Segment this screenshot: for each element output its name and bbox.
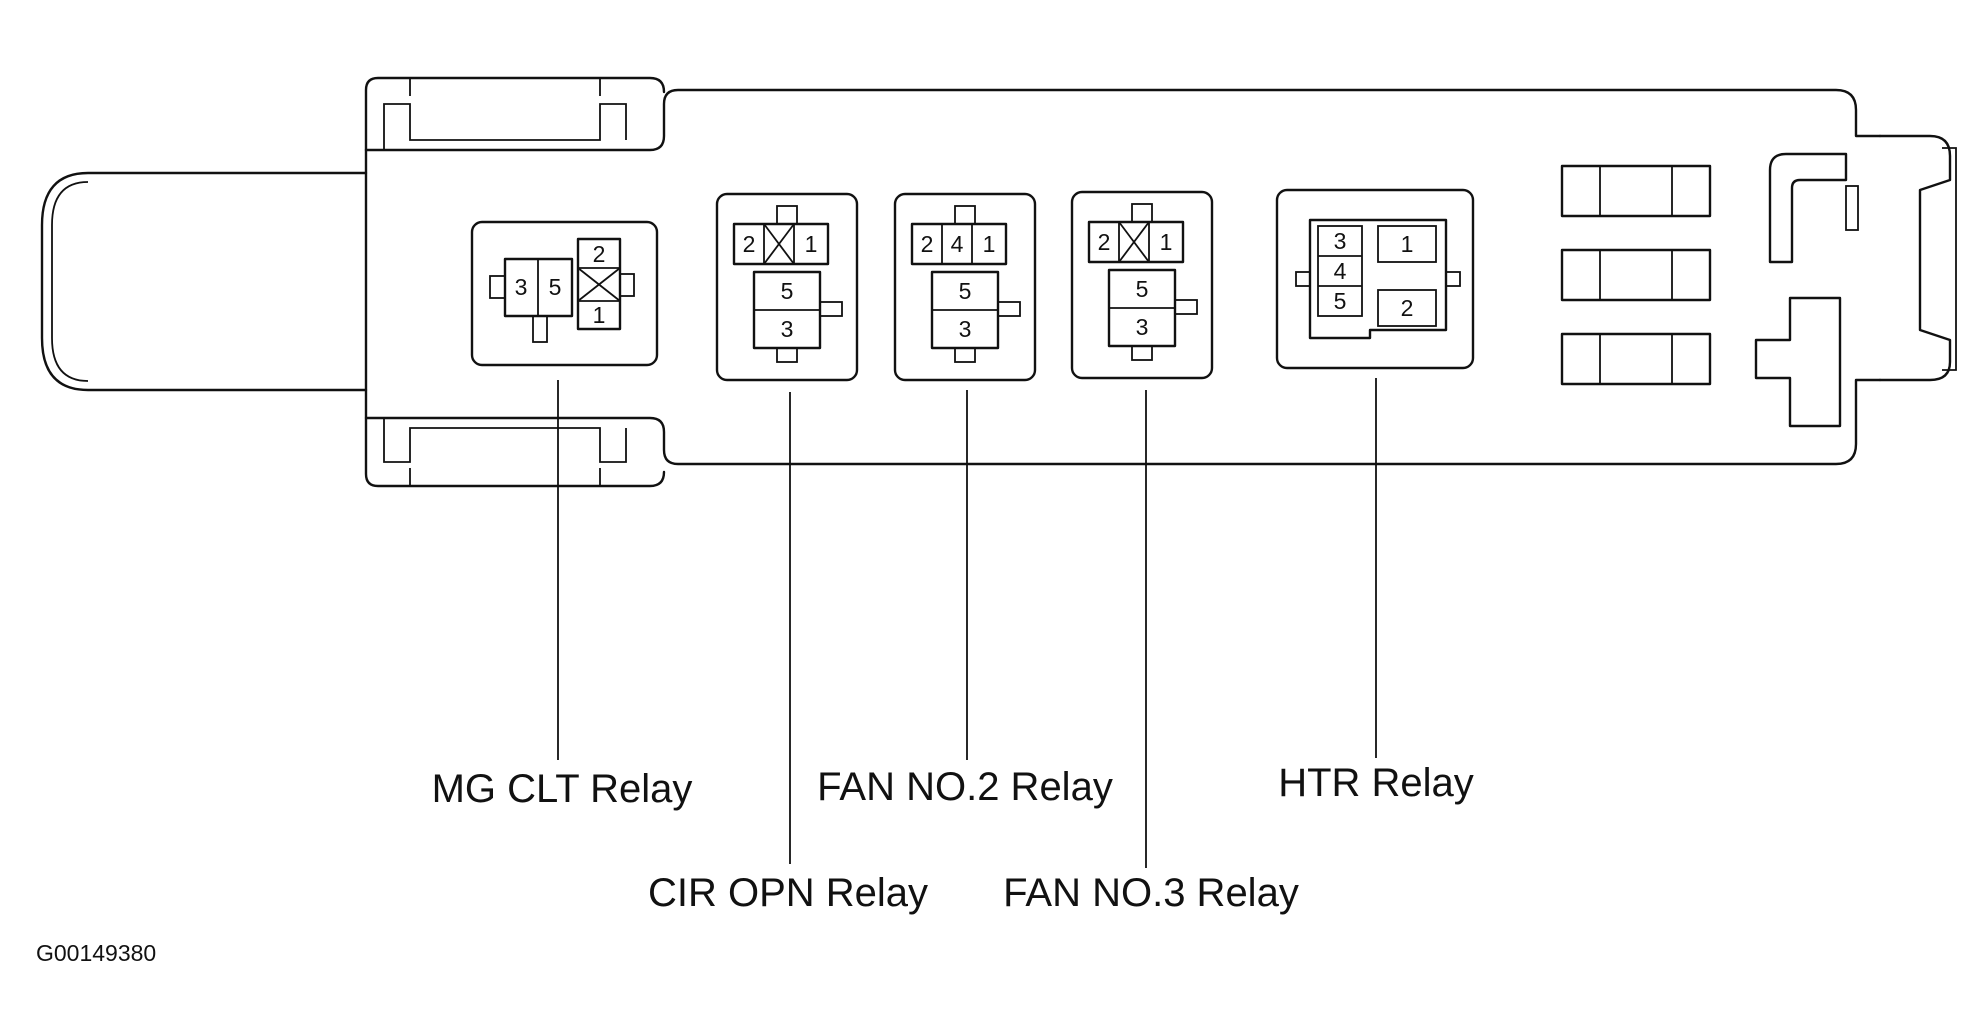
fan-no3-pin-5: 5: [1136, 276, 1149, 302]
connector-socket-upper: [1768, 152, 1859, 264]
connector-socket-lower: [1754, 296, 1842, 428]
cir-opn-pin-5: 5: [781, 278, 794, 304]
fan-no2-pin-5: 5: [959, 278, 972, 304]
mg-clt-relay-label: MG CLT Relay: [432, 767, 693, 811]
leader-lines: [557, 378, 1377, 868]
cir-opn-pin-1: 1: [805, 231, 818, 257]
fan-no2-pin-4: 4: [951, 231, 964, 257]
fuse-2: [1560, 248, 1712, 302]
mg-clt-pin-5: 5: [549, 274, 562, 300]
figure-code: G00149380: [36, 940, 156, 966]
htr-pin-4: 4: [1334, 258, 1347, 284]
fan-no3-relay-socket: 2 1 5 3: [1070, 190, 1214, 380]
fan-no3-pin-1: 1: [1160, 229, 1173, 255]
mg-clt-relay-socket: 3 5 2 1: [470, 220, 659, 367]
htr-pin-2: 2: [1401, 295, 1414, 321]
cir-opn-pin-2: 2: [743, 231, 756, 257]
cir-opn-relay-socket: 2 1 5 3: [715, 192, 859, 382]
htr-pin-5: 5: [1334, 288, 1347, 314]
fan-no2-relay-socket: 2 4 1 5 3: [893, 192, 1037, 382]
fan-no3-pin-3: 3: [1136, 314, 1149, 340]
fuse-1: [1560, 164, 1712, 218]
mg-clt-pin-1: 1: [593, 302, 606, 328]
cir-opn-relay-label: CIR OPN Relay: [648, 871, 928, 915]
htr-relay-socket: 3 4 5 1 2: [1275, 188, 1475, 370]
relay-block-housing: [40, 76, 1957, 488]
fan-no2-pin-1: 1: [983, 231, 996, 257]
fan-no2-pin-2: 2: [921, 231, 934, 257]
htr-pin-3: 3: [1334, 228, 1347, 254]
htr-relay-label: HTR Relay: [1278, 761, 1474, 805]
htr-pin-1: 1: [1401, 231, 1414, 257]
mg-clt-pin-3: 3: [515, 274, 528, 300]
cir-opn-pin-3: 3: [781, 316, 794, 342]
mg-clt-pin-2: 2: [593, 241, 606, 267]
fan-no2-relay-label: FAN NO.2 Relay: [817, 765, 1113, 809]
fan-no3-pin-2: 2: [1098, 229, 1111, 255]
fan-no2-pin-3: 3: [959, 316, 972, 342]
fan-no3-relay-label: FAN NO.3 Relay: [1003, 871, 1299, 915]
fuse-3: [1560, 332, 1712, 386]
